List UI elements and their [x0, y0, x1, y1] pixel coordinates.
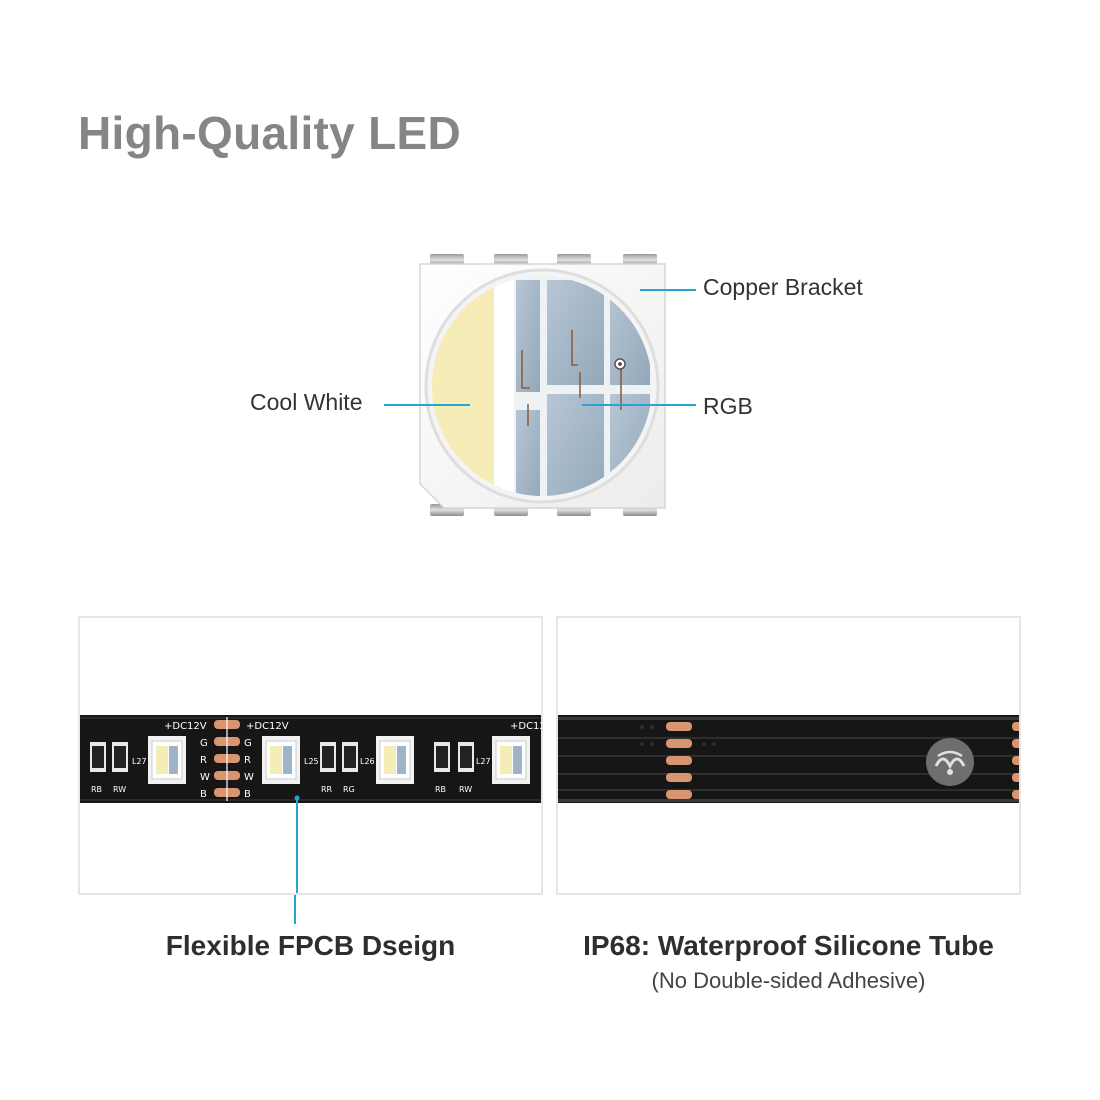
pin-label-b-left: B	[200, 789, 207, 800]
rgb-label: RGB	[703, 393, 753, 419]
silicone-tube-panel	[556, 616, 1021, 895]
copper-bracket-pins-top	[430, 254, 657, 266]
fpcb-strip: +DC12V +DC12V +DC12V G R W B G R W B L27…	[80, 715, 543, 893]
resistor-label-6: RW	[459, 785, 472, 794]
led-chip-illustration	[384, 254, 696, 516]
fpcb-panel: +DC12V +DC12V +DC12V G R W B G R W B L27…	[78, 616, 543, 895]
silicone-tube-subcaption: (No Double-sided Adhesive)	[651, 968, 926, 993]
fpcb-resistors	[90, 742, 474, 772]
pin-label-w-right: W	[244, 772, 254, 783]
led-label-3: L26	[360, 757, 375, 766]
pin-label-r-left: R	[200, 755, 207, 766]
pin-label-g-right: G	[244, 738, 252, 749]
fpcb-caption: Flexible FPCB Dseign	[165, 930, 456, 961]
silicone-tube-strip	[558, 715, 1019, 803]
pin-label-b-right: B	[244, 789, 251, 800]
tube-copper-pads	[666, 722, 1019, 799]
resistor-label-2: RW	[113, 785, 126, 794]
pin-label-r-right: R	[244, 755, 251, 766]
pin-label-w-left: W	[200, 772, 210, 783]
pin-label-g-left: G	[200, 738, 208, 749]
bond-wires	[521, 330, 622, 426]
led-label-1: L27	[132, 757, 147, 766]
resistor-label-1: RB	[91, 785, 102, 794]
fpcb-leds	[148, 736, 530, 784]
silicone-tube-caption: IP68: Waterproof Silicone Tube	[583, 930, 994, 961]
cool-white-label: Cool White	[250, 389, 363, 415]
resistor-label-3: RR	[321, 785, 333, 794]
resistor-label-5: RB	[435, 785, 446, 794]
brand-logo-icon	[926, 738, 974, 786]
page-title: High-Quality LED	[78, 107, 462, 159]
led-label-4: L27	[476, 757, 491, 766]
copper-bracket-label: Copper Bracket	[703, 274, 863, 300]
voltage-label-3: +DC12V	[510, 721, 543, 732]
callout-lines	[384, 289, 696, 406]
resistor-label-4: RG	[343, 785, 355, 794]
voltage-label-1: +DC12V	[164, 721, 207, 732]
voltage-label-2: +DC12V	[246, 721, 289, 732]
led-label-2: L25	[304, 757, 319, 766]
